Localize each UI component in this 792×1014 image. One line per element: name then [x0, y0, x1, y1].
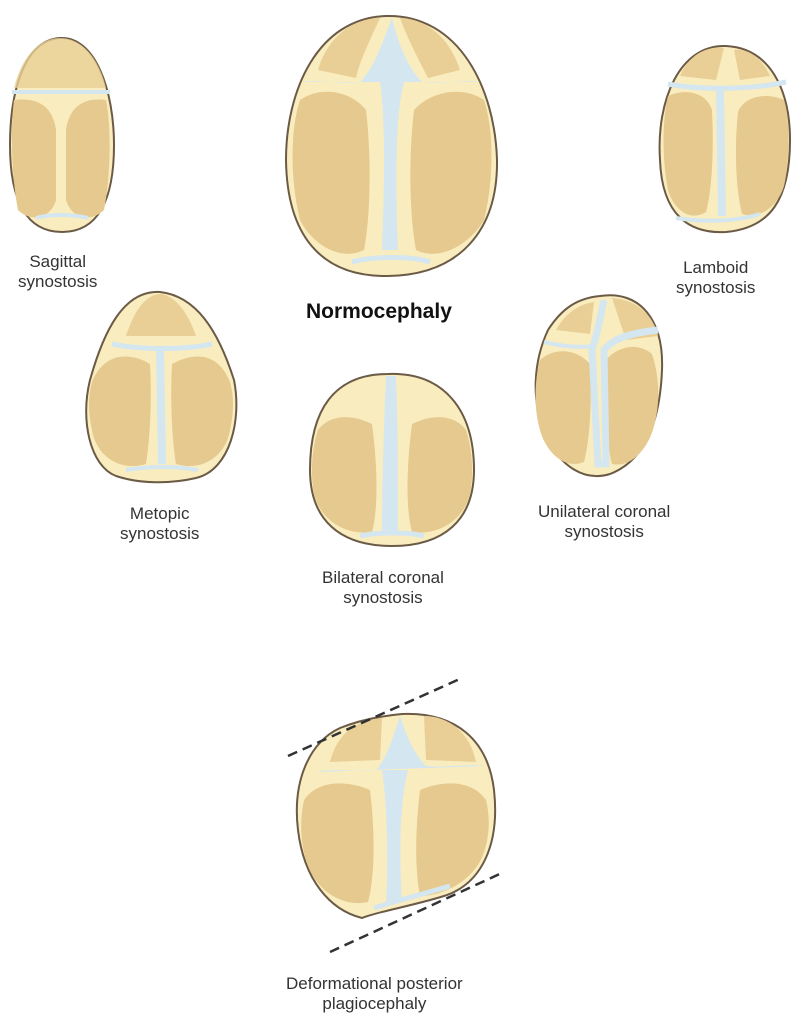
skull-metopic — [86, 292, 236, 482]
skull-bilateral-coronal — [310, 374, 474, 546]
skull-normocephaly — [286, 16, 497, 276]
normocephaly-title: Normocephaly — [306, 300, 452, 324]
skull-sagittal — [10, 38, 114, 232]
skull-unilateral-coronal — [536, 295, 663, 476]
skull-lamboid — [660, 46, 790, 232]
skull-deformational-plagiocephaly — [297, 714, 495, 918]
